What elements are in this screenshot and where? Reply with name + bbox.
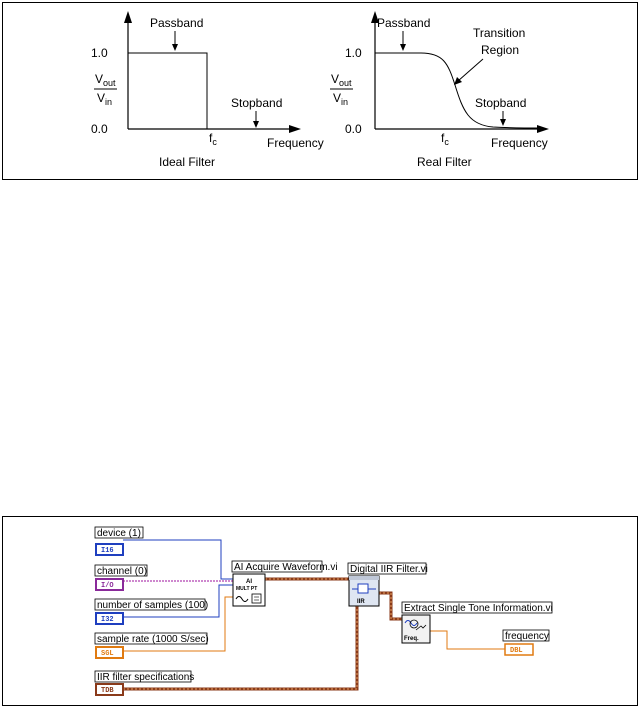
control-samples-terminal[interactable] — [95, 612, 124, 625]
real-transition-label-line2: Region — [481, 43, 519, 57]
real-y-bottom-label: 0.0 — [345, 122, 362, 136]
ideal-y-bottom-label: 0.0 — [91, 122, 108, 136]
real-y-arrowhead — [371, 11, 379, 23]
vi-iir-label: Digital IIR Filter.vi — [350, 564, 428, 575]
vi-tone-icon-text: Freq. — [404, 636, 419, 642]
wire-filtered-out-stripe — [379, 592, 407, 620]
wire-device — [123, 539, 233, 580]
real-filter-plot: 1.0 0.0 Vout Vin Passband Transition Reg… — [330, 11, 549, 169]
tone-peak-icon — [415, 624, 427, 631]
control-samples[interactable]: number of samples (100) I32 — [94, 598, 208, 625]
control-filter-specs[interactable]: IIR filter specifications TDB — [94, 670, 194, 696]
control-device-terminal-text: I16 — [101, 547, 114, 555]
vi-tone-label-box — [401, 601, 553, 614]
control-channel-terminal[interactable] — [95, 578, 124, 591]
control-sample-rate-label-box — [94, 632, 208, 645]
real-transition-label-line1: Transition — [473, 26, 525, 40]
control-sample-rate-terminal-text: SGL — [101, 650, 114, 658]
ideal-vin-label: Vin — [97, 91, 112, 107]
waveform-icon — [235, 596, 249, 602]
real-passband-arrowhead — [400, 44, 406, 51]
ideal-y-top-label: 1.0 — [91, 46, 108, 60]
real-y-top-label: 1.0 — [345, 46, 362, 60]
control-samples-terminal-text: I32 — [101, 616, 114, 624]
vi-iir-icon-header — [349, 576, 379, 580]
ideal-caption: Ideal Filter — [159, 155, 215, 169]
block-diagram: device (1) I16 channel (0) I/O number of… — [2, 516, 638, 706]
ideal-passband-label: Passband — [150, 16, 203, 30]
ideal-stopband-label: Stopband — [231, 96, 282, 110]
magnifier-icon — [409, 619, 419, 629]
sine-wave-icon — [404, 620, 418, 626]
wire-sample-rate — [123, 596, 233, 652]
real-caption: Real Filter — [417, 155, 472, 169]
control-channel-terminal-text: I/O — [101, 582, 114, 590]
ideal-x-axis-label: Frequency — [267, 136, 324, 150]
real-x-axis-label: Frequency — [491, 136, 548, 150]
filter-response-figure: 1.0 0.0 Vout Vin Passband Stopband fc Fr… — [2, 2, 638, 180]
vi-extract-single-tone[interactable]: Extract Single Tone Information.vi Freq. — [401, 601, 553, 644]
ideal-y-arrowhead — [124, 11, 132, 23]
real-response-curve — [375, 52, 544, 129]
block-diagram-svg: device (1) I16 channel (0) I/O number of… — [94, 526, 553, 696]
control-sample-rate-label: sample rate (1000 S/sec) — [97, 634, 209, 645]
vi-iir-label-box — [347, 562, 427, 575]
ideal-stopband-arrowhead — [253, 121, 259, 128]
control-filter-specs-terminal-text: TDB — [101, 687, 114, 695]
ideal-response-curve — [128, 52, 208, 129]
ideal-x-arrowhead — [289, 125, 301, 133]
control-channel[interactable]: channel (0) I/O — [94, 564, 148, 591]
real-fc-label: fc — [441, 131, 449, 147]
indicator-frequency-label-box — [502, 629, 550, 642]
control-filter-specs-label-box — [94, 670, 192, 683]
ideal-filter-plot: 1.0 0.0 Vout Vin Passband Stopband fc Fr… — [91, 11, 324, 169]
vi-acquire-label-box — [231, 560, 323, 573]
control-device-label-box — [94, 526, 144, 539]
control-channel-label: channel (0) — [97, 566, 147, 577]
vi-acquire-waveform[interactable]: AI Acquire Waveform.vi AI MULT PT — [231, 560, 338, 607]
real-stopband-arrowhead — [500, 119, 506, 126]
real-vout-label: Vout — [331, 72, 352, 88]
ideal-vout-label: Vout — [95, 72, 116, 88]
real-x-arrowhead — [537, 125, 549, 133]
vi-acquire-icon-text2: MULT PT — [236, 586, 257, 592]
vi-iir-icon-text: IIR — [357, 599, 365, 605]
wire-filter-specs-stripe — [123, 601, 358, 690]
filter-icon — [357, 583, 369, 594]
wire-samples — [123, 584, 233, 618]
indicator-frequency-label: frequency — [505, 631, 549, 642]
wires — [123, 539, 505, 691]
control-device-label: device (1) — [97, 528, 141, 539]
vi-acquire-icon-text1: AI — [246, 579, 252, 585]
real-vin-label: Vin — [333, 91, 348, 107]
control-samples-label: number of samples (100) — [97, 600, 208, 611]
indicator-frequency-terminal[interactable] — [504, 643, 534, 656]
wire-frequency — [429, 630, 505, 650]
real-stopband-label: Stopband — [475, 96, 526, 110]
control-sample-rate[interactable]: sample rate (1000 S/sec) SGL — [94, 632, 209, 659]
filter-response-svg: 1.0 0.0 Vout Vin Passband Stopband fc Fr… — [91, 11, 549, 169]
real-transition-arrowhead — [454, 77, 462, 85]
vi-digital-iir-filter[interactable]: Digital IIR Filter.vi IIR — [347, 562, 428, 607]
control-filter-specs-terminal[interactable] — [95, 683, 124, 696]
vi-tone-icon[interactable] — [401, 614, 431, 644]
indicator-frequency-terminal-text: DBL — [510, 647, 523, 655]
real-transition-arrow — [457, 58, 484, 82]
control-channel-label-box — [94, 564, 148, 577]
indicator-frequency[interactable]: frequency DBL — [502, 629, 550, 656]
daq-card-icon — [251, 593, 262, 604]
vi-tone-label: Extract Single Tone Information.vi — [404, 603, 553, 614]
control-sample-rate-terminal[interactable] — [95, 646, 124, 659]
control-samples-label-box — [94, 598, 206, 611]
control-filter-specs-label: IIR filter specifications — [97, 672, 194, 683]
real-passband-label: Passband — [377, 16, 430, 30]
ideal-passband-arrowhead — [172, 44, 178, 51]
ideal-fc-label: fc — [209, 131, 217, 147]
vi-acquire-label: AI Acquire Waveform.vi — [234, 562, 338, 573]
control-device-terminal[interactable] — [95, 543, 124, 556]
control-device[interactable]: device (1) I16 — [94, 526, 144, 556]
